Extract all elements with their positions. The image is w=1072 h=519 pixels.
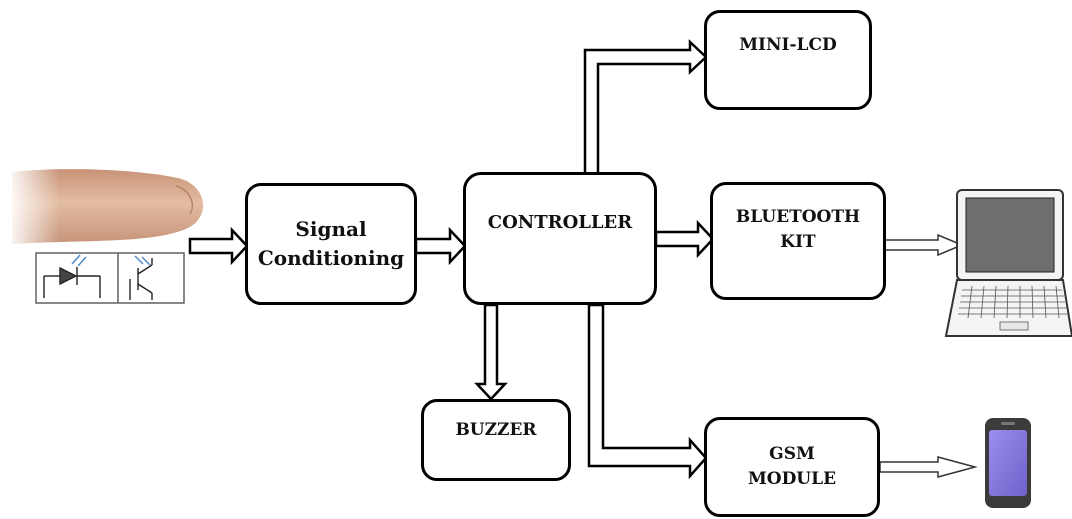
arrow-sensor-to-signal: [188, 226, 249, 266]
laptop-icon: [944, 189, 1072, 337]
signal-conditioning-label-line1: Signal: [295, 217, 367, 241]
arrow-signal-to-controller: [414, 226, 467, 266]
arrow-controller-to-bluetooth: [654, 219, 715, 259]
gsm-module-label-line2: MODULE: [747, 469, 837, 489]
arrow-bluetooth-to-laptop: [884, 233, 964, 257]
buzzer-label: BUZZER: [455, 419, 537, 440]
controller-block: CONTROLLER: [463, 172, 657, 305]
ir-led-phototransistor-sensor-icon: [35, 252, 185, 304]
bluetooth-kit-label-line1: BLUETOOTH: [735, 207, 861, 228]
mini-lcd-block: MINI-LCD: [704, 10, 872, 110]
signal-conditioning-label-line2: Conditioning: [257, 246, 405, 270]
bluetooth-kit-block: BLUETOOTH KIT: [710, 182, 886, 300]
gsm-module-label-line1: GSM: [769, 444, 815, 465]
mobile-phone-icon: [985, 418, 1031, 508]
arrow-controller-to-gsm: [587, 303, 708, 480]
arrow-controller-to-buzzer: [474, 303, 508, 401]
mini-lcd-label: MINI-LCD: [739, 34, 837, 55]
buzzer-block: BUZZER: [421, 399, 571, 481]
bluetooth-kit-label-line2: KIT: [780, 232, 816, 252]
gsm-module-block: GSM MODULE: [704, 417, 880, 517]
controller-label: CONTROLLER: [487, 212, 633, 234]
arrow-controller-to-minilcd: [583, 39, 708, 176]
finger-icon: [12, 169, 204, 244]
arrow-gsm-to-phone: [879, 456, 978, 478]
signal-conditioning-block: Signal Conditioning: [245, 183, 417, 305]
